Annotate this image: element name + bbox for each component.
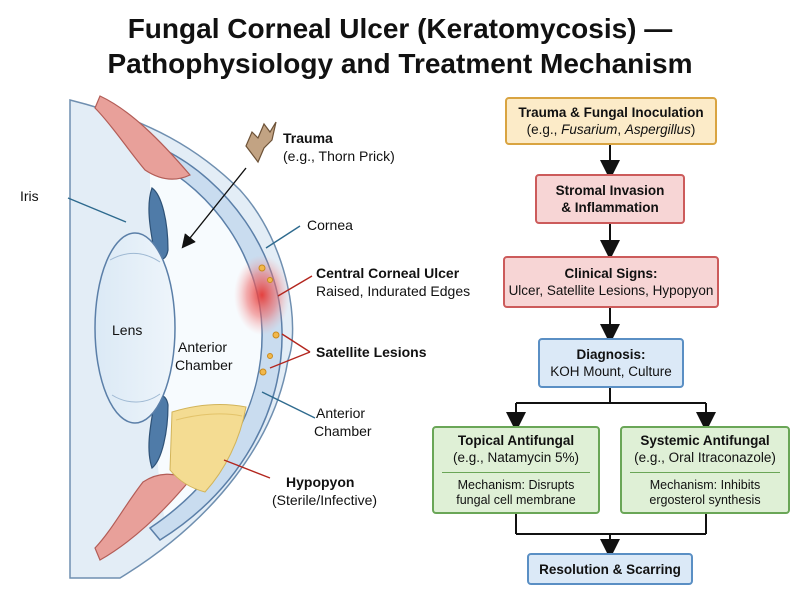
- step4-title: Diagnosis:: [576, 347, 646, 362]
- satellite-lesion: [272, 331, 280, 339]
- step1-title: Trauma & Fungal Inoculation: [518, 105, 704, 120]
- ciliary-body-top: [94, 95, 191, 180]
- satellite-lesion: [267, 353, 273, 359]
- systemic-title: Systemic Antifungal: [640, 433, 770, 448]
- flow-step-resolution: Resolution & Scarring: [527, 553, 693, 585]
- label-anterior-chamber-inner-1: Anterior: [178, 339, 227, 355]
- label-satellite-lesions: Satellite Lesions: [316, 344, 427, 360]
- topical-mechanism-2: fungal cell membrane: [456, 493, 576, 507]
- lens: [94, 232, 176, 424]
- step3-subtitle: Ulcer, Satellite Lesions, Hypopyon: [508, 283, 714, 298]
- flow-step-systemic-antifungal: Systemic Antifungal (e.g., Oral Itracona…: [620, 426, 790, 514]
- step1-separator: ,: [617, 122, 625, 137]
- step1-subtitle: (e.g., Fusarium, Aspergillus): [507, 121, 715, 138]
- step3-title: Clinical Signs:: [564, 266, 658, 281]
- systemic-divider: [630, 472, 780, 473]
- topical-mechanism-1: Mechanism: Disrupts: [457, 478, 575, 492]
- step4-subtitle: KOH Mount, Culture: [550, 364, 672, 379]
- label-hypopyon-sub: (Sterile/Infective): [272, 492, 377, 508]
- step1-organism-1: Fusarium: [561, 122, 618, 137]
- eye-anatomy: [69, 95, 294, 579]
- thorn-icon: [245, 121, 277, 164]
- label-anterior-chamber-outer-2: Chamber: [314, 423, 372, 439]
- step1-organism-2: Aspergillus: [624, 122, 691, 137]
- step1-suffix: ): [690, 122, 696, 137]
- label-central-corneal-ulcer: Central Corneal Ulcer: [316, 265, 460, 281]
- flow-step-stromal-invasion: Stromal Invasion & Inflammation: [535, 174, 685, 224]
- ciliary-body-bottom: [94, 473, 191, 561]
- topical-divider: [442, 472, 590, 473]
- label-lens: Lens: [112, 322, 142, 338]
- satellite-lesion: [258, 264, 266, 272]
- flow-step-clinical-signs: Clinical Signs: Ulcer, Satellite Lesions…: [503, 256, 719, 308]
- page-title-line-1: Fungal Corneal Ulcer (Keratomycosis) —: [127, 13, 673, 44]
- label-cornea: Cornea: [307, 217, 353, 233]
- topical-title: Topical Antifungal: [457, 433, 575, 448]
- flow-connectors: [506, 145, 716, 559]
- flow-step-topical-antifungal: Topical Antifungal (e.g., Natamycin 5%) …: [432, 426, 600, 514]
- systemic-mechanism-1: Mechanism: Inhibits: [649, 478, 761, 492]
- step2-line-2: & Inflammation: [561, 200, 659, 215]
- label-anterior-chamber-outer-1: Anterior: [316, 405, 365, 421]
- flow-step-trauma-inoculation: Trauma & Fungal Inoculation (e.g., Fusar…: [505, 97, 717, 145]
- label-ulcer-sub: Raised, Indurated Edges: [316, 283, 470, 299]
- systemic-subtitle: (e.g., Oral Itraconazole): [634, 450, 776, 465]
- label-trauma: Trauma: [283, 130, 333, 146]
- label-anterior-chamber-inner-2: Chamber: [175, 357, 233, 373]
- label-trauma-sub: (e.g., Thorn Prick): [283, 148, 395, 164]
- page-title-line-2: Pathophysiology and Treatment Mechanism: [107, 48, 693, 79]
- satellite-lesion: [259, 368, 267, 376]
- label-iris: Iris: [20, 188, 39, 204]
- flow-step-diagnosis: Diagnosis: KOH Mount, Culture: [538, 338, 684, 388]
- final-step-label: Resolution & Scarring: [539, 561, 681, 577]
- leader-lines: [67, 167, 316, 479]
- systemic-mechanism-2: ergosterol synthesis: [649, 493, 761, 507]
- topical-subtitle: (e.g., Natamycin 5%): [452, 450, 580, 465]
- step1-prefix: (e.g.,: [526, 122, 562, 137]
- label-hypopyon: Hypopyon: [286, 474, 354, 490]
- hypopyon: [169, 404, 247, 493]
- step2-line-1: Stromal Invasion: [555, 183, 665, 198]
- central-corneal-ulcer: [234, 255, 290, 335]
- satellite-lesion: [267, 277, 273, 283]
